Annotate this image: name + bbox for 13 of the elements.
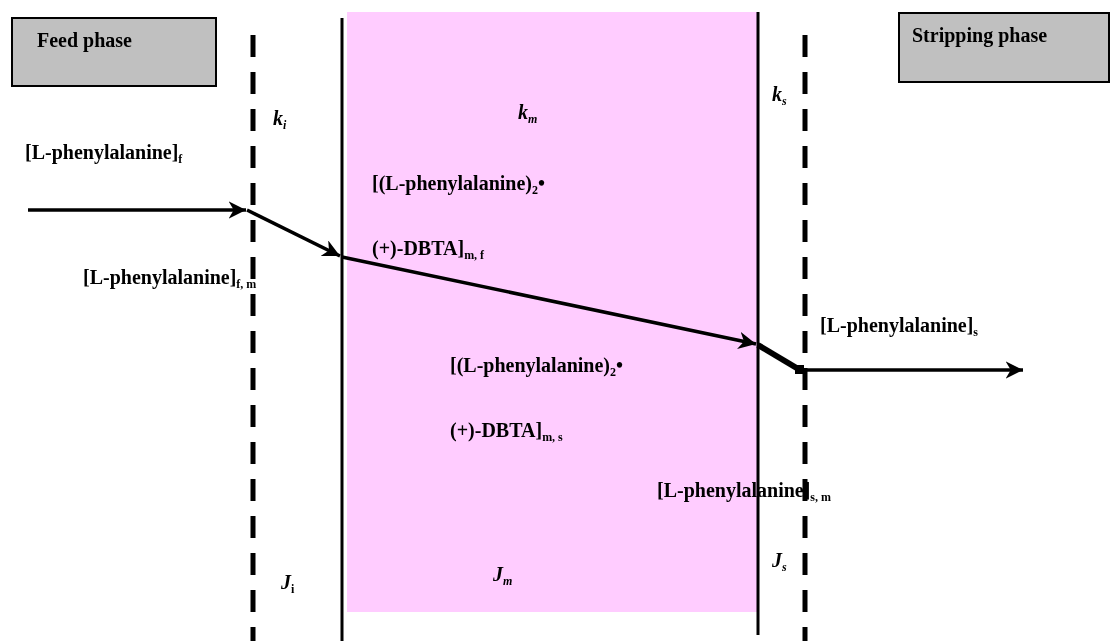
concentration-label: [L-phenylalanine]$_{f}$ xyxy=(25,140,183,169)
coefficient-label: k$_{m}$ xyxy=(518,100,538,129)
coefficient-label: k$_{s}$ xyxy=(772,82,787,111)
flux-label: J$_{s}$ xyxy=(772,548,787,577)
feed-phase-box: Feed phase xyxy=(11,17,217,87)
complex-concentration-label: [(L-phenylalanine)$_{2}$• (+)-DBTA]$_{m, s}$ xyxy=(450,353,625,447)
coefficient-label: k$_{i}$ xyxy=(273,106,287,135)
stripping-phase-box: Stripping phase xyxy=(898,12,1110,83)
flux-label: J$_{m}$ xyxy=(493,562,513,591)
complex-concentration-label: [(L-phenylalanine)$_{2}$• (+)-DBTA]$_{m, f}$ xyxy=(372,171,547,265)
concentration-label: [L-phenylalanine]$_{s}$ xyxy=(820,313,979,342)
flux-label: J$_{i}$ xyxy=(281,570,295,599)
concentration-label: [L-phenylalanine]$_{f, m}$ xyxy=(83,265,257,294)
